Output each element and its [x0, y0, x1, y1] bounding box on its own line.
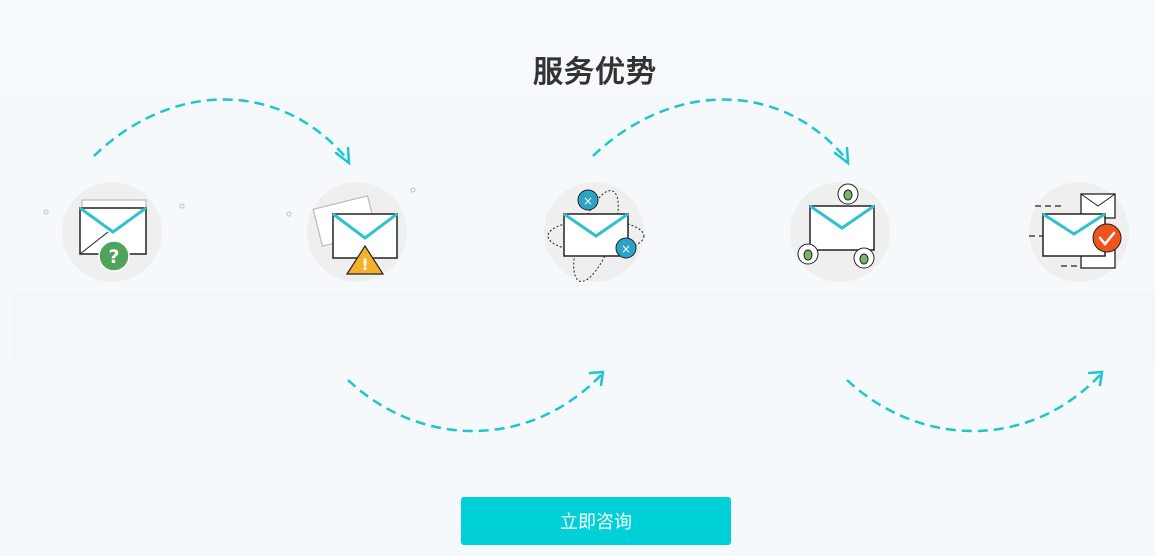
arrowhead-top-1	[334, 146, 351, 166]
envelope-orbit-icon: × ×	[544, 182, 645, 282]
consult-now-label: 立即咨询	[560, 512, 632, 533]
arrowhead-top-2	[833, 146, 850, 166]
envelope-warning-icon: !	[286, 182, 416, 282]
envelope-question-icon: ?	[43, 182, 185, 282]
question-mark: ?	[108, 246, 119, 268]
warning-mark: !	[361, 255, 368, 274]
arrow-bottom-2	[846, 373, 1102, 433]
feature-envelope-orbit: × ×	[520, 168, 670, 298]
envelope-bug-icon	[790, 182, 890, 282]
feature-envelope-check	[1005, 168, 1155, 298]
mid-band	[12, 292, 1155, 362]
arrowhead-bottom-1	[588, 370, 605, 387]
arrow-top-1	[93, 98, 349, 161]
feature-envelope-question: ?	[38, 168, 188, 298]
envelope-check-icon	[1029, 182, 1129, 282]
feature-envelope-bug	[766, 168, 916, 298]
arrow-bottom-1	[347, 373, 603, 433]
arrowhead-bottom-2	[1087, 370, 1104, 387]
header-band	[0, 0, 1155, 96]
feature-envelope-warning: !	[283, 168, 433, 298]
section-title: 服务优势	[533, 54, 657, 90]
arrow-top-2	[592, 98, 848, 161]
x-mark-2: ×	[621, 242, 631, 256]
x-mark-1: ×	[583, 194, 593, 208]
consult-now-button[interactable]: 立即咨询	[461, 497, 731, 545]
